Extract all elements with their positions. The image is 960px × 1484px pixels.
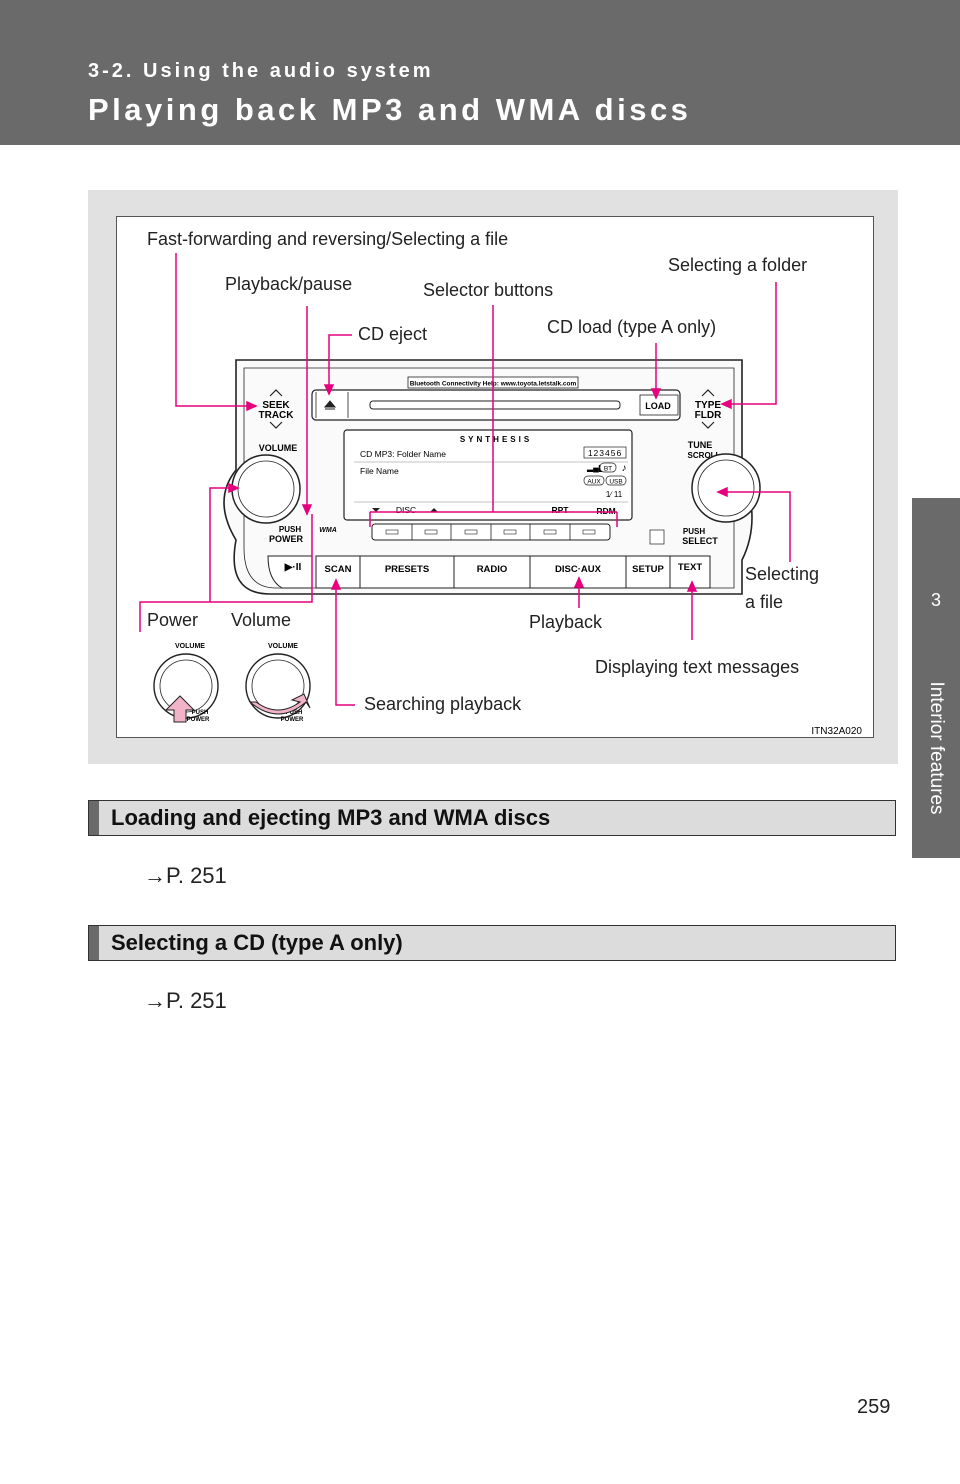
- knob2-push-label: PUSH: [286, 710, 303, 716]
- callout-selecting-folder: Selecting a folder: [668, 255, 808, 275]
- fldr-label: FLDR: [695, 410, 722, 421]
- disc-up-icon: [430, 508, 438, 512]
- tune-label: TUNE: [688, 440, 713, 450]
- wma-logo: WMA: [319, 527, 337, 534]
- callout-lines: [139, 253, 791, 706]
- setup-label: SETUP: [632, 564, 664, 575]
- function-buttons: SCAN PRESETS RADIO DISC·AUX SETUP TEXT: [315, 555, 711, 589]
- section-heading-text: Selecting a CD (type A only): [111, 930, 403, 955]
- scroll-label: SCROLL: [688, 451, 721, 460]
- bt-indicator: BT: [604, 466, 612, 473]
- text-label: TEXT: [678, 562, 702, 573]
- folder-up-icon[interactable]: [701, 389, 715, 397]
- callout-cd-load: CD load (type A only): [547, 317, 717, 337]
- radio-label: RADIO: [477, 564, 508, 575]
- seek-up-icon[interactable]: [269, 389, 283, 397]
- file-counter: 1∕ 11: [606, 490, 623, 499]
- callout-cd-eject: CD eject: [358, 324, 428, 344]
- callout-selector-buttons: Selector buttons: [423, 280, 554, 300]
- section-heading-loading: Loading and ejecting MP3 and WMA discs: [88, 800, 896, 836]
- page-number: 259: [857, 1396, 891, 1418]
- callout-volume: Volume: [231, 610, 292, 630]
- section-heading-selecting-cd: Selecting a CD (type A only): [88, 925, 896, 961]
- power-knob-detail: VOLUME PUSH POWER: [153, 643, 219, 723]
- page-reference-link[interactable]: →P. 251: [144, 988, 227, 1013]
- section-label: 3-2. Using the audio system: [88, 60, 434, 82]
- type-label: TYPE: [695, 400, 721, 411]
- rdm-label: RDM: [596, 506, 615, 516]
- knob2-volume-label: VOLUME: [268, 643, 298, 650]
- section-heading-text: Loading and ejecting MP3 and WMA discs: [111, 805, 551, 830]
- disc-down-icon: [372, 508, 380, 512]
- select-label: SELECT: [682, 536, 718, 546]
- usb-indicator: USB: [609, 479, 622, 486]
- knob1-volume-label: VOLUME: [175, 643, 205, 650]
- knob1-push-label: PUSH: [192, 710, 209, 716]
- play-pause-button[interactable]: [267, 555, 313, 589]
- callout-fast-forward: Fast-forwarding and reversing/Selecting …: [147, 229, 509, 249]
- disc-aux-label: DISC·AUX: [555, 564, 602, 575]
- chapter-tab[interactable]: [912, 498, 960, 858]
- page-title: Playing back MP3 and WMA discs: [88, 92, 692, 127]
- seek-label: SEEK: [262, 400, 290, 411]
- eject-icon[interactable]: [323, 400, 337, 410]
- text-button[interactable]: [669, 555, 711, 589]
- preset-digits: 123456: [588, 448, 622, 458]
- cd-slot[interactable]: [369, 400, 621, 410]
- signal-icon: ▂▄▆: [586, 463, 606, 473]
- preset-indicator: [583, 446, 627, 459]
- push-label: PUSH: [279, 525, 301, 534]
- callout-playback: Playback: [529, 612, 603, 632]
- callout-searching-playback: Searching playback: [364, 694, 522, 714]
- rpt-label: RPT: [552, 505, 570, 515]
- display-screen: [343, 429, 633, 521]
- knob2-power-label: POWER: [281, 717, 304, 723]
- power-label: POWER: [269, 534, 304, 544]
- callout-displaying-text: Displaying text messages: [595, 657, 800, 677]
- load-button[interactable]: [639, 394, 679, 416]
- callout-playback-pause: Playback/pause: [225, 274, 353, 294]
- volume-knob-detail: VOLUME PUSH POWER: [245, 643, 311, 723]
- knob1-power-label: POWER: [187, 717, 210, 723]
- play-pause-icon: ▶·II: [284, 562, 302, 573]
- callout-selecting-file-2: a file: [745, 592, 784, 612]
- presets-label: PRESETS: [385, 564, 429, 575]
- aux-indicator: AUX: [587, 479, 601, 486]
- callout-power: Power: [147, 610, 199, 630]
- push-select-label1: PUSH: [683, 527, 705, 536]
- folder-down-icon[interactable]: [701, 421, 715, 429]
- callout-selecting-file-1: Selecting: [745, 564, 820, 584]
- scan-label: SCAN: [325, 564, 352, 575]
- track-label: TRACK: [259, 410, 295, 421]
- display-line1: CD MP3: Folder Name: [360, 449, 446, 459]
- rotate-arrow-icon: [248, 693, 311, 715]
- page-header: 3-2. Using the audio system Playing back…: [0, 0, 912, 145]
- push-arrow-icon: [164, 695, 196, 723]
- disc-label: DISC: [396, 505, 416, 515]
- chapter-side-tab: 3 Interior features: [912, 0, 960, 1484]
- selector-buttons[interactable]: [371, 523, 611, 541]
- disc-logo-icon: [649, 529, 665, 545]
- load-label: LOAD: [645, 401, 671, 411]
- page-reference-link[interactable]: →P. 251: [144, 863, 227, 888]
- synthesis-logo: SYNTHESIS: [460, 435, 532, 444]
- chapter-number: 3: [930, 590, 941, 610]
- music-note-icon: ♪: [622, 463, 627, 474]
- side-tab-top: [912, 0, 960, 145]
- seek-down-icon[interactable]: [269, 421, 283, 429]
- display-line2: File Name: [360, 466, 399, 476]
- audio-unit-illustration: Bluetooth Connectivity Help: www.toyota.…: [139, 253, 862, 737]
- volume-label: VOLUME: [259, 443, 298, 453]
- figure-code: ITN32A020: [811, 726, 862, 737]
